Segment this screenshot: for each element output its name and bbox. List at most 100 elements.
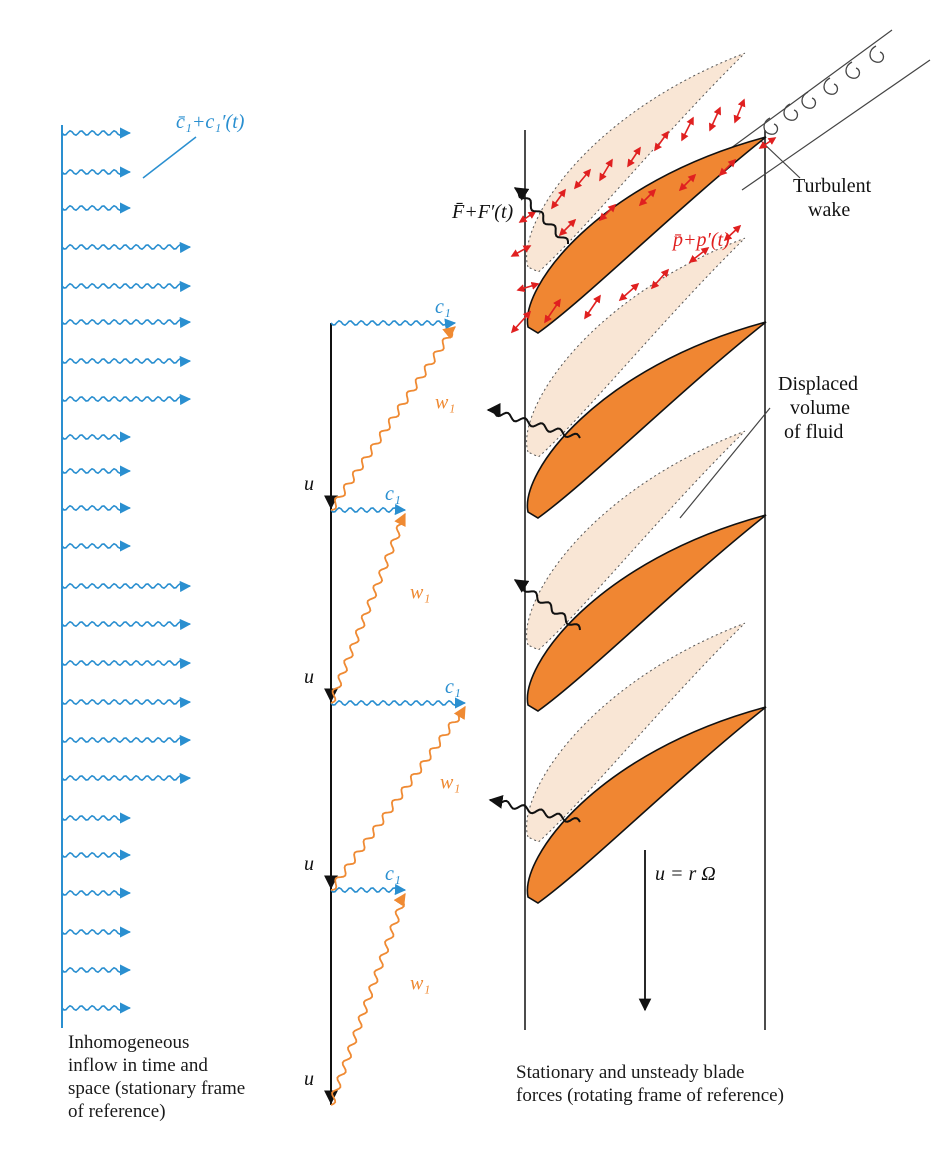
pressure-arrow: [709, 106, 721, 132]
w1-vector: [330, 326, 456, 511]
pressure-arrow: [678, 173, 697, 192]
pressure-arrow: [516, 282, 540, 292]
velocity-labels: c₁ w₁ u c₁ w₁ u c₁ w₁ u c₁ w₁ u: [304, 296, 461, 1090]
pressure-arrow: [510, 245, 532, 257]
w1-vector: [330, 705, 466, 891]
blade: [526, 321, 767, 519]
inflow-arrow: [61, 696, 192, 709]
pressure-arrow: [518, 211, 537, 223]
wake-label: Turbulent wake: [793, 175, 876, 221]
inflow-arrow: [61, 812, 132, 824]
c1-label: c₁: [385, 483, 401, 505]
pressure-label: p̄+p′(t): [671, 229, 730, 251]
pressure-arrow: [650, 268, 670, 290]
left-caption: Inhomogeneous inflow in time and space (…: [68, 1032, 250, 1122]
w1-label: w₁: [440, 772, 460, 794]
displaced-volume-label: Displaced volume of fluid: [778, 373, 863, 443]
c1-label: c₁: [445, 676, 461, 698]
inflow-arrow: [61, 502, 132, 514]
pressure-arrow: [599, 158, 613, 182]
c1-vector: [330, 318, 457, 330]
w1-label: w₁: [410, 973, 430, 995]
inflow-arrow: [61, 1002, 132, 1014]
blade: [526, 514, 767, 712]
blade-force-arrow: [513, 187, 569, 244]
inflow-arrow: [61, 734, 192, 747]
pressure-arrow: [598, 203, 617, 222]
inflow-arrow: [61, 540, 132, 552]
inflow-arrow: [61, 657, 192, 670]
inflow-arrow: [61, 280, 192, 293]
omega-label: u = r Ω: [655, 863, 716, 885]
right-caption: Stationary and unsteady blade forces (ro…: [516, 1062, 784, 1106]
c1-label: c₁: [385, 863, 401, 885]
w1-label: w₁: [410, 582, 430, 604]
inflow-arrow: [61, 431, 132, 443]
wake-leader: [759, 139, 801, 179]
inflow-arrow: [61, 465, 132, 477]
force-label: F̄+F′(t): [451, 201, 514, 223]
pressure-arrow: [638, 188, 657, 207]
pressure-arrow: [723, 224, 742, 242]
velocity-triangles: c₁ w₁ u c₁ w₁ u c₁ w₁ u c₁ w₁ u: [304, 296, 467, 1106]
pressure-arrow: [758, 137, 777, 149]
pressure-arrow: [733, 98, 746, 124]
c1-label: c₁: [435, 296, 451, 318]
turbulent-wake: [711, 29, 931, 191]
inflow-arrow: [61, 926, 132, 938]
inflow-arrow: [61, 241, 192, 254]
inflow-arrow: [61, 580, 192, 593]
pressure-arrow: [573, 168, 592, 190]
pressure-arrow: [558, 218, 577, 237]
blades: [526, 52, 767, 904]
inflow-arrow: [61, 393, 192, 406]
c-arrows: [330, 318, 467, 896]
inflow-arrow: [61, 849, 132, 861]
displaced-blade-ghost: [526, 622, 746, 843]
pressure-arrow: [654, 130, 669, 152]
pressure-arrow: [584, 294, 601, 320]
blade-force-arrow: [486, 403, 581, 439]
w-arrows: [330, 326, 466, 1106]
pressure-arrow: [718, 158, 737, 177]
inflow-profile: c̄₁+c₁′(t): [61, 111, 245, 1028]
blade: [526, 136, 767, 334]
u-label: u: [304, 473, 314, 495]
w1-vector: [330, 512, 406, 704]
c1-vector: [330, 503, 407, 516]
w1-label: w₁: [435, 392, 455, 414]
inflow-arrow: [61, 166, 132, 178]
pressure-arrow: [688, 247, 710, 263]
inflow-arrow: [61, 127, 132, 139]
inflow-arrow: [61, 202, 132, 214]
inflow-arrows: [61, 127, 192, 1014]
u-label: u: [304, 1068, 314, 1090]
blade-force-arrow: [513, 579, 581, 631]
pressure-arrow: [681, 116, 694, 142]
force-arrows: [486, 187, 581, 823]
inflow-arrow: [61, 618, 192, 631]
blade-force-arrow: [488, 794, 581, 823]
blade: [526, 706, 767, 904]
inflow-arrow: [61, 887, 132, 899]
inflow-arrow: [61, 772, 192, 785]
displaced-blade-ghost: [526, 237, 746, 458]
u-label: u: [304, 853, 314, 875]
u-label: u: [304, 666, 314, 688]
blade-cascade: [486, 29, 931, 1030]
pressure-arrow: [510, 310, 532, 334]
inflow-label-leader: [142, 136, 197, 179]
displaced-blade-ghost: [526, 430, 746, 651]
pressure-arrow: [627, 146, 641, 168]
pressure-arrow: [618, 282, 640, 302]
inflow-label: c̄₁+c₁′(t): [176, 111, 245, 133]
pressure-arrows: [510, 98, 777, 334]
c1-vector: [330, 883, 407, 896]
w1-vector: [330, 892, 406, 1106]
pressure-arrow: [551, 188, 566, 210]
inflow-arrow: [61, 355, 192, 368]
pressure-arrow: [544, 298, 561, 324]
inflow-arrow: [61, 316, 192, 329]
c1-vector: [330, 697, 467, 709]
